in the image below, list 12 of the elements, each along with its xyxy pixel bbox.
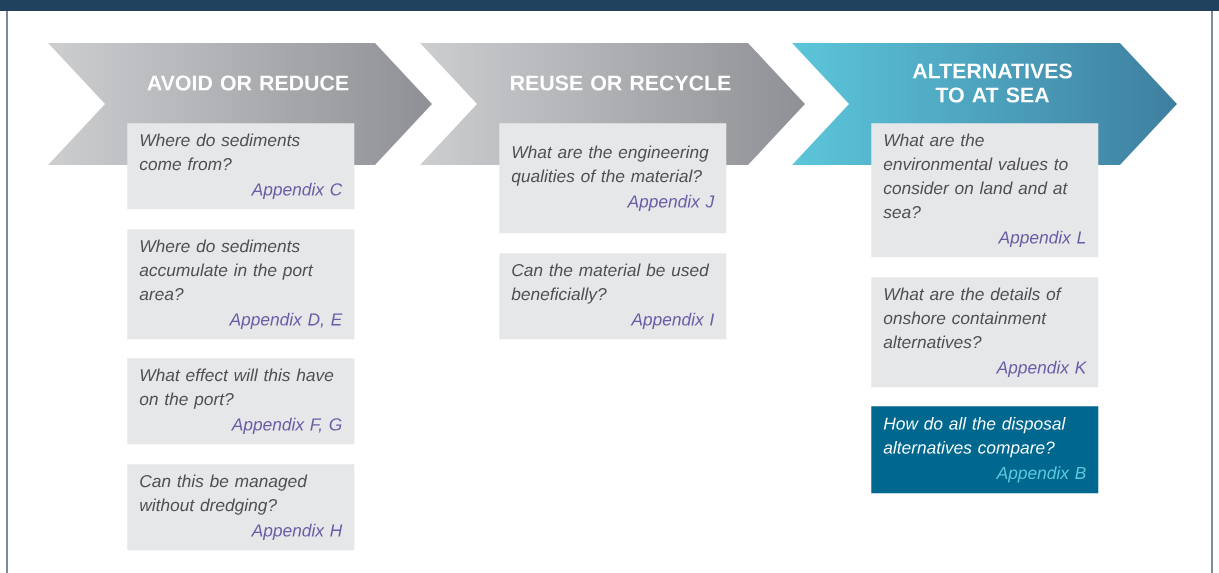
question-box: Can this be managed without dredging? Appendix H <box>127 464 355 551</box>
question-box: What are the details of onshore containment alternatives? Appendix K <box>871 277 1099 388</box>
chevron-arrow: ALTERNATIVES TO AT SEA <box>912 63 1072 103</box>
question-box: Where do sediments accumulate in the port area? Appendix D, E <box>127 229 355 340</box>
question-box: Can the material be used beneficially? Appendix I <box>499 253 727 340</box>
question-box: What are the engineering qualities of the material? Appendix J <box>499 123 727 234</box>
chevron-arrow: REUSE OR RECYCLE <box>511 75 731 91</box>
question-box: What are the environmental values to consider on land and at sea? Appendix L <box>871 123 1099 258</box>
question-box: Where do sediments come from? Appendix C <box>127 123 355 210</box>
question-box: What effect will this have on the port? Appendix F, G <box>127 358 355 445</box>
question-box: How do all the disposal alternatives compare? Appendix B <box>871 406 1099 494</box>
chevron-arrow: AVOID OR REDUCE <box>147 75 349 91</box>
